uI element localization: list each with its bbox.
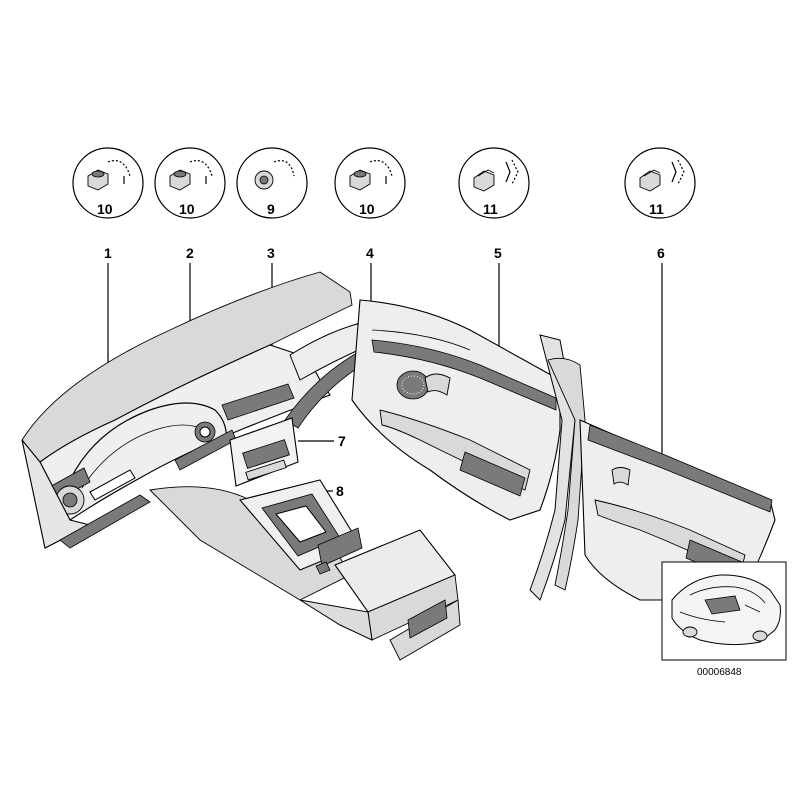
callout-circle-1[interactable]: 10 [72, 147, 144, 219]
clip-fastener-icon [473, 159, 519, 192]
callout-number: 10 [97, 201, 113, 217]
part-label-5: 5 [494, 245, 502, 261]
part-label-1: 1 [104, 245, 112, 261]
vehicle-inset [661, 561, 787, 661]
callout-number: 10 [359, 201, 375, 217]
part-label-7: 7 [338, 433, 346, 449]
callout-circle-2[interactable]: 10 [154, 147, 226, 219]
clip-fastener-icon [349, 160, 393, 191]
callout-number: 10 [179, 201, 195, 217]
round-clip-icon [254, 160, 295, 190]
car-outline-icon [671, 574, 781, 646]
part-label-4: 4 [366, 245, 374, 261]
callout-circle-3[interactable]: 9 [236, 147, 308, 219]
callout-circle-4[interactable]: 10 [334, 147, 406, 219]
clip-fastener-icon [169, 160, 213, 191]
callout-circle-5[interactable]: 11 [458, 147, 530, 219]
part-label-6: 6 [657, 245, 665, 261]
part-label-2: 2 [186, 245, 194, 261]
clip-fastener-icon [639, 159, 685, 192]
clip-fastener-icon [87, 160, 131, 191]
part-label-3: 3 [267, 245, 275, 261]
callout-circle-6[interactable]: 11 [624, 147, 696, 219]
dashboard-assembly [21, 271, 381, 549]
callout-number: 11 [483, 201, 498, 217]
center-console [149, 479, 461, 661]
front-door-panel [351, 299, 576, 601]
diagram-number: 00006848 [697, 667, 742, 678]
callout-number: 11 [649, 201, 664, 217]
part-label-8: 8 [336, 483, 344, 499]
callout-number: 9 [267, 201, 275, 217]
